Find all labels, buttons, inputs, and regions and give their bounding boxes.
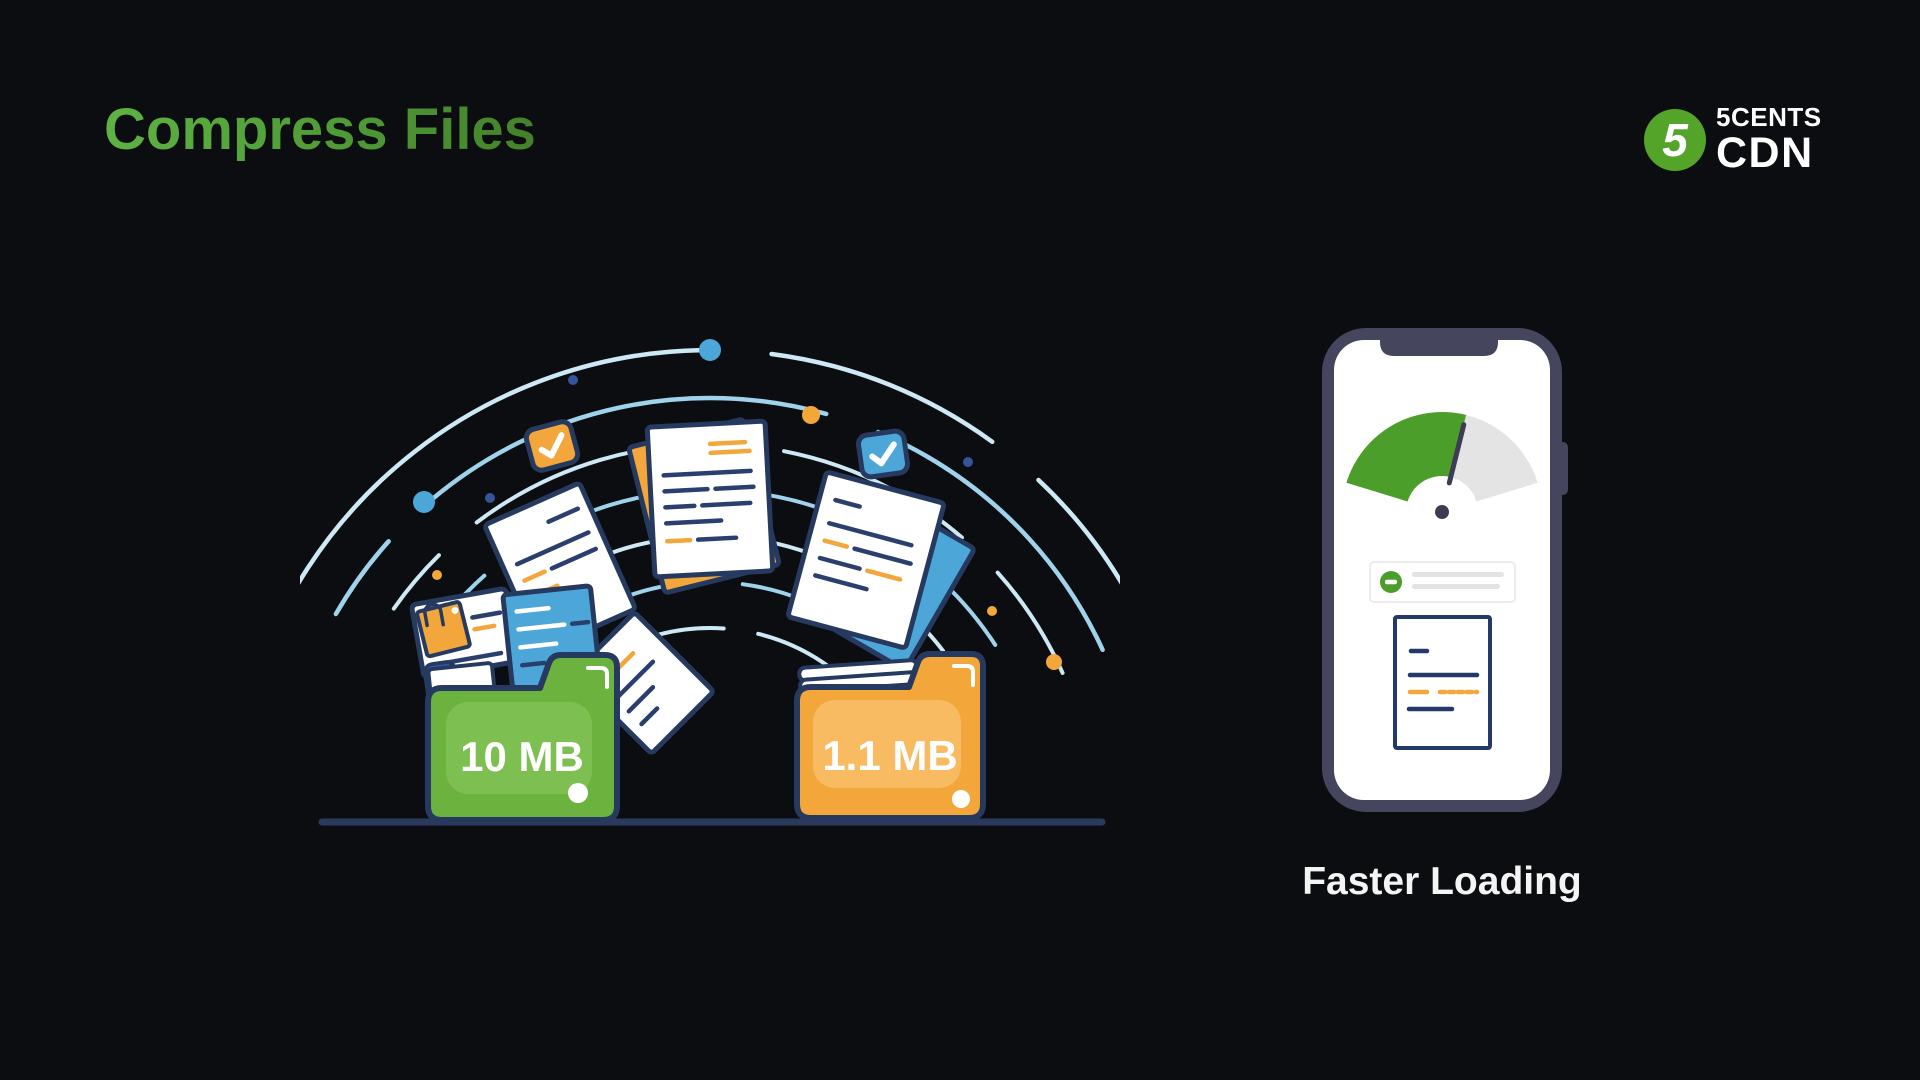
brand-logo: 5 5CENTS CDN — [1644, 104, 1822, 175]
document-card-with-clip — [409, 586, 521, 680]
document-right — [786, 470, 946, 650]
orbit-arcs — [300, 347, 1120, 823]
page-title: Compress Files — [104, 97, 536, 162]
source-folder: 10 MB — [422, 652, 620, 823]
phone-notch — [1380, 330, 1498, 356]
orbit-dot-orange — [1046, 654, 1062, 670]
phone-caption: Faster Loading — [1302, 860, 1582, 903]
gauge-needle — [1446, 422, 1467, 486]
orbit-dots — [413, 339, 1062, 670]
logo-text: 5CENTS CDN — [1716, 104, 1822, 175]
document-preview — [1393, 615, 1492, 750]
phone — [1322, 328, 1568, 812]
notification-card — [1369, 561, 1516, 603]
compression-illustration: 10 MB 1.1 MB — [300, 339, 1120, 826]
paperclip-icon — [423, 602, 445, 628]
gauge-pivot-dot — [1435, 505, 1449, 519]
blue-checkbox-icon — [855, 428, 911, 480]
phone-side-button — [1558, 442, 1568, 495]
speedometer-gauge-icon — [1346, 412, 1538, 548]
orbit-dot-navy — [485, 493, 495, 503]
orbit-dot-orange-small — [987, 606, 997, 616]
orbit-dot-navy — [568, 375, 578, 385]
result-folder: 1.1 MB — [794, 651, 986, 821]
result-folder-label: 1.1 MB — [822, 732, 957, 779]
orbit-dot-blue — [413, 491, 435, 513]
logo-badge: 5 — [1644, 108, 1706, 171]
orbit-dot-orange-small — [432, 570, 442, 580]
logo-brand-top: 5CENTS — [1716, 102, 1822, 132]
orbit-dot-navy — [963, 457, 973, 467]
document-center — [644, 418, 776, 580]
source-folder-label: 10 MB — [460, 733, 584, 780]
orbit-dot-orange — [802, 406, 820, 424]
orange-checkbox-icon — [523, 419, 581, 473]
orbit-dot-blue-large — [699, 339, 721, 361]
logo-brand-bottom: CDN — [1716, 129, 1814, 177]
